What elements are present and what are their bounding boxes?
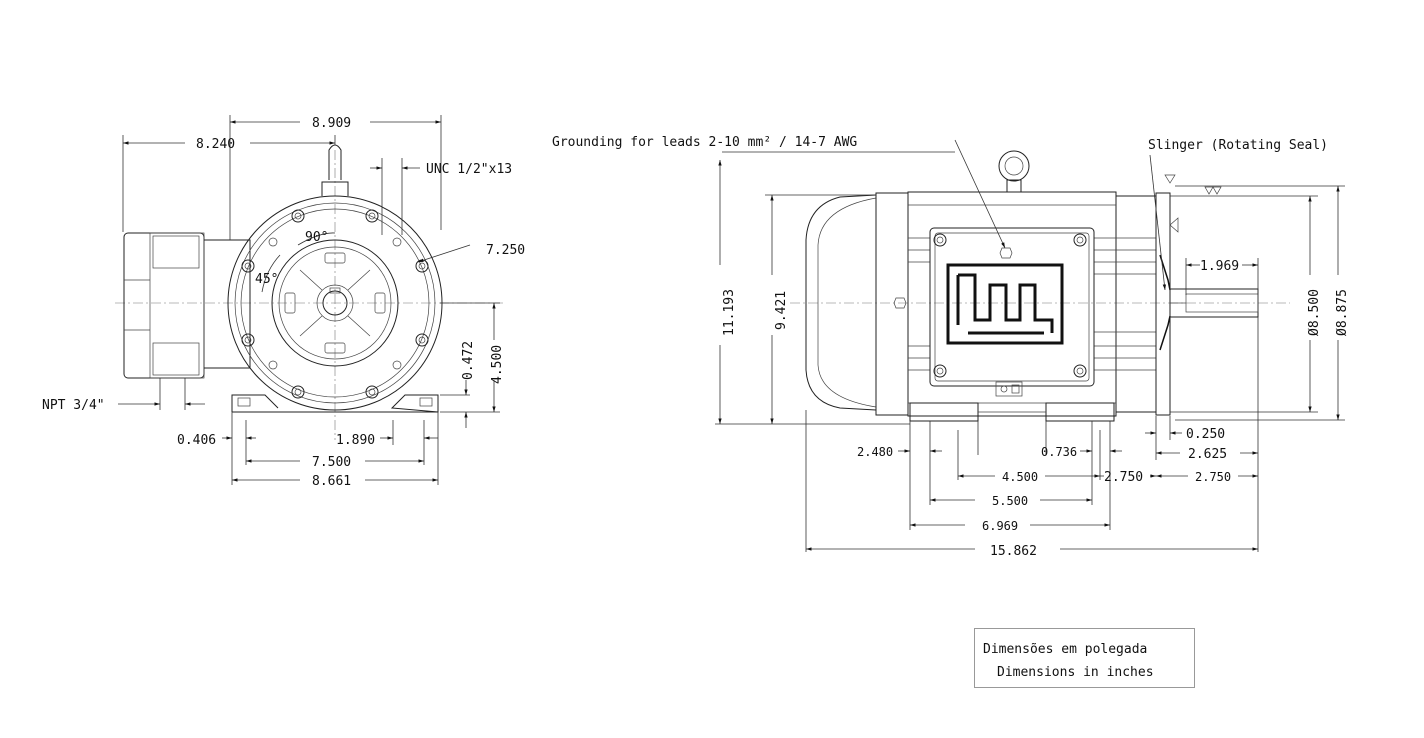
dim-8909: 8.909 — [312, 116, 351, 131]
dim-8661: 8.661 — [312, 474, 351, 489]
dim-45deg: 45° — [255, 272, 278, 287]
dim-90deg: 90° — [305, 230, 328, 245]
dim-0736: 0.736 — [1041, 445, 1077, 459]
units-note-en: Dimensions in inches — [997, 665, 1154, 680]
side-view: Grounding for leads 2-10 mm² / 14-7 AWG … — [552, 135, 1350, 559]
dim-1969: 1.969 — [1200, 259, 1239, 274]
front-view: 8.909 8.240 UNC 1/2"x13 7.250 90° 45° 0.… — [42, 115, 525, 489]
dim-1890: 1.890 — [336, 433, 375, 448]
units-note: Dimensões em polegada Dimensions in inch… — [974, 628, 1195, 688]
dim-7500: 7.500 — [312, 455, 351, 470]
dim-2750b: 2.750 — [1195, 470, 1231, 484]
dim-dia8500: Ø8.500 — [1307, 289, 1322, 336]
dim-dia8875: Ø8.875 — [1335, 289, 1350, 336]
dim-2480: 2.480 — [857, 445, 893, 459]
cooling-fins — [908, 237, 1156, 371]
dim-4500-height: 4.500 — [490, 345, 505, 384]
dim-0250: 0.250 — [1186, 427, 1225, 442]
dim-6969: 6.969 — [982, 519, 1018, 533]
dim-2750a: 2.750 — [1104, 470, 1143, 485]
dim-0406: 0.406 — [177, 433, 216, 448]
lifting-eye-side — [998, 150, 1030, 193]
dim-4500-side: 4.500 — [1002, 470, 1038, 484]
dim-0472: 0.472 — [461, 341, 476, 380]
weg-logo — [946, 263, 1064, 345]
dim-5500: 5.500 — [992, 494, 1028, 508]
mounting-feet — [231, 394, 439, 413]
dim-15862: 15.862 — [990, 544, 1037, 559]
dim-unc: UNC 1/2"x13 — [426, 162, 512, 177]
dim-7250: 7.250 — [486, 243, 525, 258]
units-note-pt: Dimensões em polegada — [983, 642, 1148, 657]
grounding-label: Grounding for leads 2-10 mm² / 14-7 AWG — [552, 135, 857, 150]
dim-npt: NPT 3/4" — [42, 398, 105, 413]
terminal-box — [123, 232, 251, 379]
dim-9421: 9.421 — [774, 291, 789, 330]
dim-8240: 8.240 — [196, 137, 235, 152]
dim-11193: 11.193 — [722, 289, 737, 336]
slinger-label: Slinger (Rotating Seal) — [1148, 138, 1328, 153]
dim-2625: 2.625 — [1188, 447, 1227, 462]
